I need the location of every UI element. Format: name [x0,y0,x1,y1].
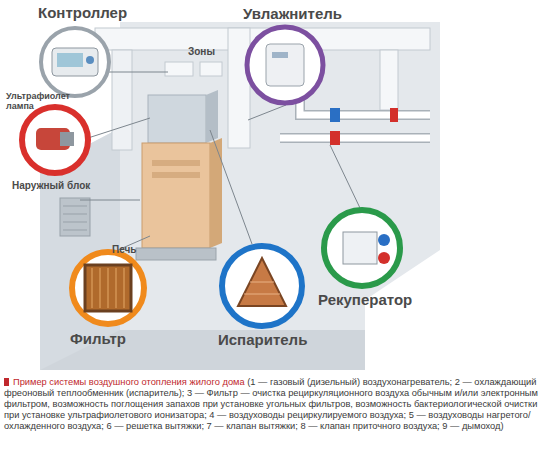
part-label: Фильтр [70,331,126,348]
zone-damper [165,62,193,76]
figure-title: Пример системы воздушного отопления жило… [13,377,245,387]
furnace-panel [152,172,200,178]
recuperator-icon [324,210,400,286]
floor [40,330,365,370]
caption-marker [4,378,9,386]
return-duct [112,50,132,150]
caption-block: Пример системы воздушного отопления жило… [4,377,544,432]
furnace-panel [152,160,200,166]
part-label: Рекуператор [318,292,412,309]
controller-icon [41,28,109,96]
furnace-side [210,138,222,248]
pipe [280,133,430,143]
part-label: Испаритель [218,332,307,349]
part-label: Увлажнитель [243,6,342,23]
part-label: Контроллер [38,5,127,22]
valve [330,108,340,122]
outdoor-unit [60,198,90,236]
part-label: Ультрафиолет лампа [6,92,78,112]
house-wall [40,22,440,370]
filter-icon [72,252,144,324]
valve [390,108,398,122]
evaporator-icon [222,246,302,326]
evaporator-housing [148,95,206,143]
part-label: Зоны [188,46,215,57]
humidifier-icon [247,27,323,103]
valve [330,131,340,145]
duct-branch [380,50,398,110]
zone-damper [200,62,222,76]
leader-lines [80,72,360,250]
part-label: Печь [112,244,136,255]
vertical-duct [228,28,250,148]
furnace-body [142,143,210,248]
furnace-base [136,248,216,260]
uv-lamp-icon [22,107,88,173]
part-label: Наружный блок [12,180,90,191]
